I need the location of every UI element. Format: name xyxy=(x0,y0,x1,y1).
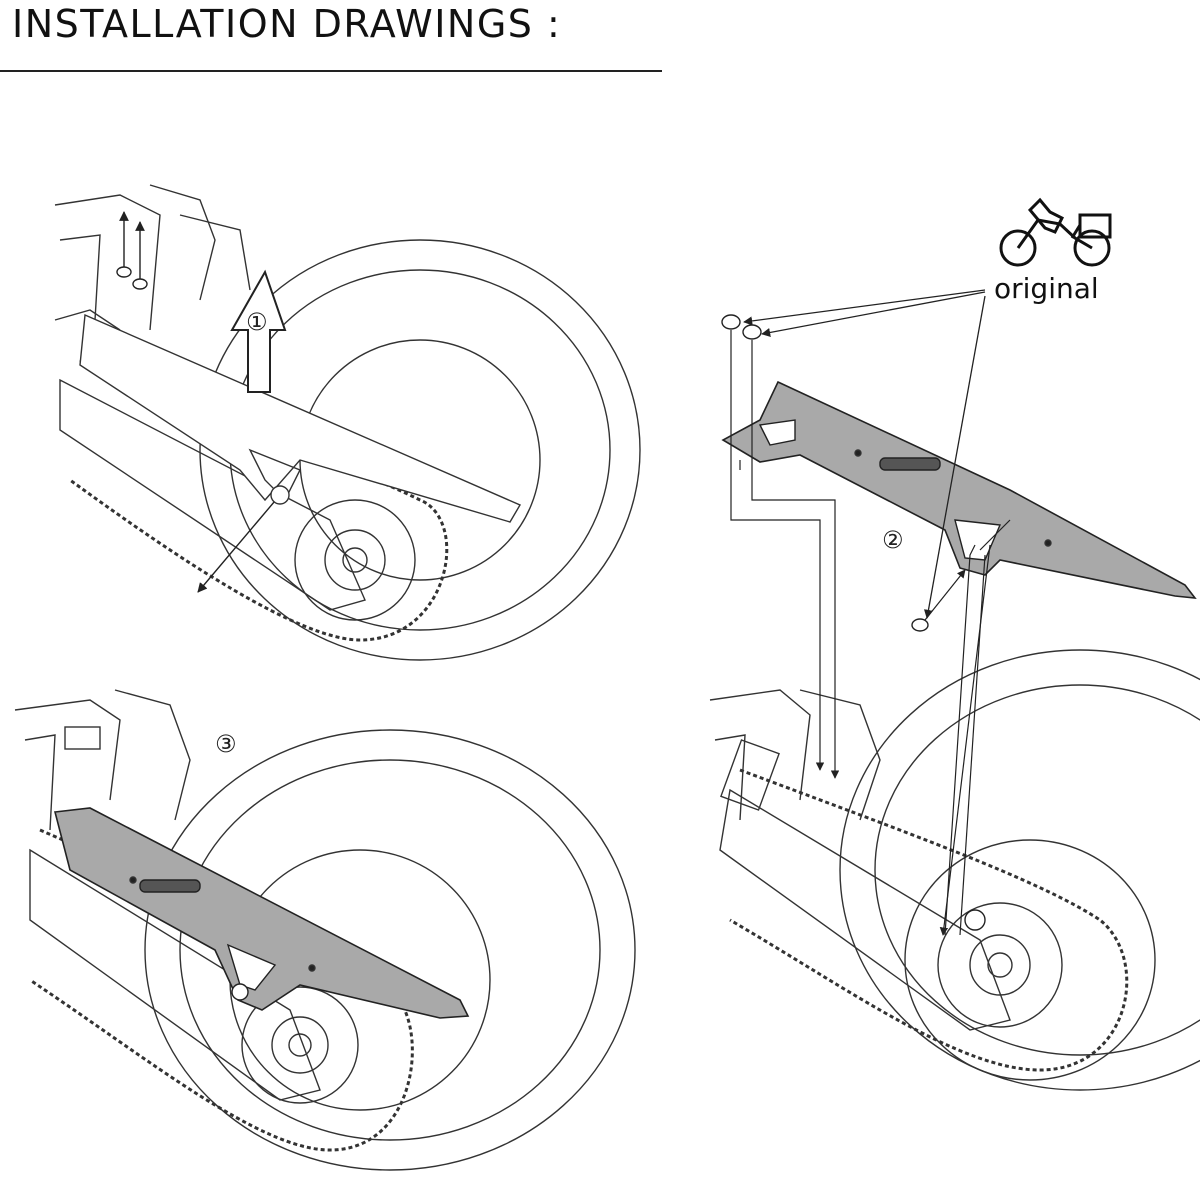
title-divider xyxy=(0,70,662,72)
frame xyxy=(709,689,881,821)
sprocket xyxy=(294,499,416,621)
frame xyxy=(54,184,251,331)
original-callout-lines xyxy=(743,289,986,619)
frame xyxy=(14,689,191,831)
chain xyxy=(69,358,449,642)
motorcycle-icon xyxy=(999,197,1112,267)
swingarm xyxy=(719,788,1011,1031)
panel-step-3 xyxy=(14,689,636,1171)
new-chain-guard xyxy=(53,807,470,1019)
chain xyxy=(729,768,1129,1072)
page-title: INSTALLATION DRAWINGS : xyxy=(12,2,562,46)
bolt-removal-arrow-icon xyxy=(197,494,281,593)
screw-icon xyxy=(116,211,148,290)
original-chain-guard xyxy=(79,313,522,523)
mount-guide-lines xyxy=(944,544,976,936)
step-2-label: ② xyxy=(882,526,904,554)
screw-icon xyxy=(721,314,762,340)
sprocket xyxy=(937,902,1063,1028)
step-1-label: ① xyxy=(246,308,268,336)
mount-guide-lines xyxy=(939,544,991,936)
removal-arrow-icon xyxy=(230,269,287,393)
rear-wheel xyxy=(839,649,1200,1091)
original-label: original xyxy=(994,272,1099,305)
mount-guide-lines xyxy=(730,330,840,779)
panel-step-2 xyxy=(709,314,1200,1091)
panel-step-1 xyxy=(54,184,641,661)
step-3-label: ③ xyxy=(215,730,237,758)
new-chain-guard xyxy=(721,380,1197,599)
sprocket xyxy=(241,986,359,1104)
screw-icon xyxy=(911,618,929,632)
